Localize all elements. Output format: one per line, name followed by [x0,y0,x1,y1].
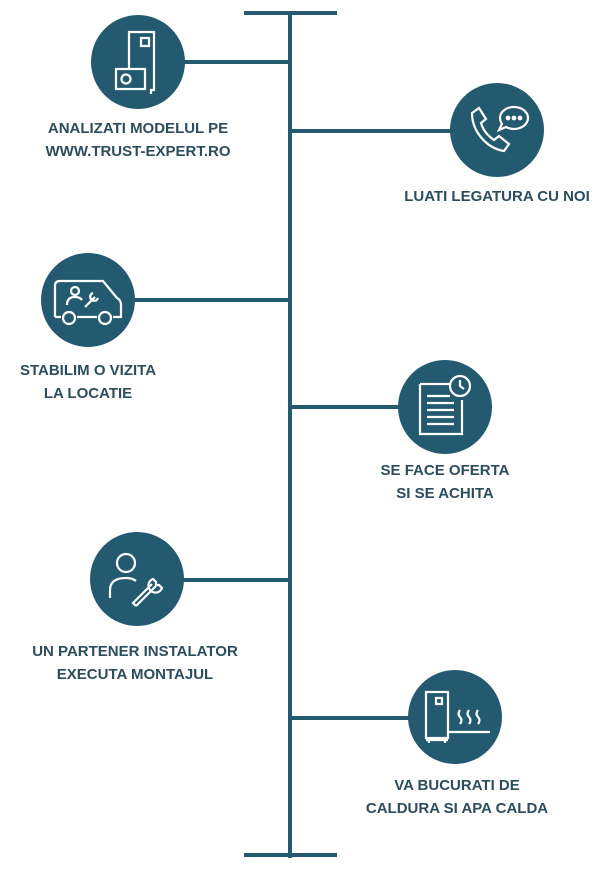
timeline-bottom-cap [244,853,337,857]
step-5-line-2: EXECUTA MONTAJUL [56,666,214,683]
service-van-icon [53,279,123,326]
step-6-line-1: VA BUCURATI DE [394,777,520,794]
step-5-circle [90,532,184,626]
heater-warmth-icon [424,690,490,743]
step-3-circle [41,253,135,347]
step-2-line-1: LUATI LEGATURA CU NOI [404,188,590,205]
document-clock-icon [418,374,472,436]
phone-chat-icon [470,105,530,153]
step-5-label: UN PARTENER INSTALATOR EXECUTA MONTAJUL [5,640,265,686]
connector-1 [180,60,290,64]
connector-4 [290,405,402,409]
step-1-line-1: ANALIZATI MODELUL PE [47,120,229,137]
step-4-line-1: SE FACE OFERTA [380,462,510,479]
timeline-spine [288,12,292,858]
step-1-line-2: WWW.TRUST-EXPERT.RO [45,143,231,160]
step-4-line-2: SI SE ACHITA [396,485,494,502]
timeline-top-cap [244,11,337,15]
step-1-circle [91,15,185,109]
connector-6 [290,716,412,720]
connector-3 [130,298,290,302]
step-4-circle [398,360,492,454]
step-3-line-1: STABILIM O VIZITA [19,362,157,379]
step-6-line-2: CALDURA SI APA CALDA [365,800,549,817]
installer-wrench-icon [108,552,164,607]
step-3-label: STABILIM O VIZITA LA LOCATIE [0,359,218,405]
step-6-label: VA BUCURATI DE CALDURA SI APA CALDA [327,774,587,820]
step-4-label: SE FACE OFERTA SI SE ACHITA [315,459,575,505]
step-2-circle [450,83,544,177]
connector-5 [180,578,290,582]
step-3-line-2: LA LOCATIE [43,385,133,402]
step-1-label: ANALIZATI MODELUL PE WWW.TRUST-EXPERT.RO [8,117,268,163]
step-6-circle [408,670,502,764]
step-2-label: LUATI LEGATURA CU NOI [367,185,610,208]
step-5-line-1: UN PARTENER INSTALATOR [32,643,238,660]
heat-pump-unit-icon [114,30,156,94]
connector-2 [290,129,455,133]
